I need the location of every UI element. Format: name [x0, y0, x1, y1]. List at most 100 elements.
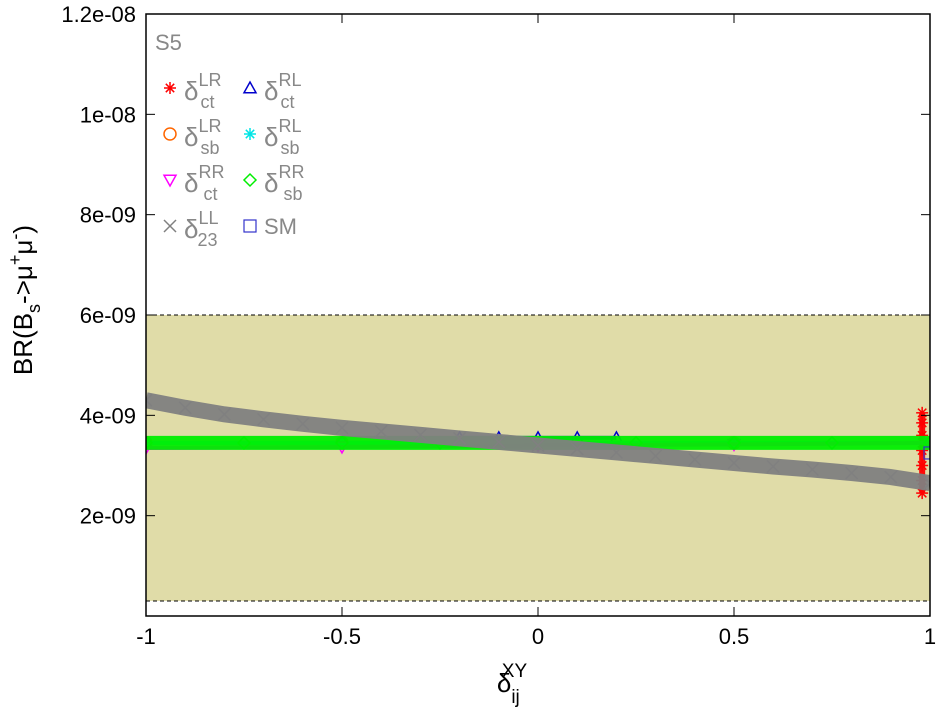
- legend-label-sub: sb: [283, 184, 302, 204]
- y-tick-label: 6e-09: [80, 303, 136, 328]
- data-point-23-ll: [257, 412, 271, 426]
- panel-label: S5: [155, 30, 182, 55]
- data-point-23-ll: [688, 452, 702, 467]
- y-axis-title-suffix: ): [8, 225, 38, 234]
- data-point-sm: [923, 446, 930, 460]
- legend-marker-sb-rl: [244, 128, 256, 140]
- y-axis-title-sup1: +: [5, 255, 25, 266]
- data-point-23-ll: [845, 466, 859, 480]
- data-point-ct-lr: [916, 459, 929, 472]
- x-axis-title-sup: XY: [502, 661, 528, 682]
- data-point-sb-rr: [922, 435, 930, 450]
- data-point-23-ll: [884, 470, 898, 484]
- x-axis-title-sub: ij: [511, 687, 519, 708]
- legend-label-base: δ: [184, 168, 198, 198]
- y-tick-label: 2e-09: [80, 504, 136, 529]
- legend-marker-sb-lr: [163, 127, 177, 141]
- data-point-23-ll: [374, 424, 388, 438]
- legend-marker-sb-rr: [242, 172, 258, 188]
- y-axis-title-prefix: BR(B: [8, 313, 38, 375]
- data-point-23-ll: [296, 417, 310, 431]
- data-point-23-ll: [727, 456, 741, 470]
- legend-marker-ct-lr: [164, 82, 176, 94]
- data-point-ct-lr: [916, 416, 929, 429]
- legend-item-sm: SM: [243, 214, 297, 239]
- y-axis-title-sup2: -: [5, 234, 25, 240]
- legend-label-sub: sb: [201, 138, 220, 158]
- data-point-23-ll: [531, 438, 545, 452]
- y-tick-label: 1.2e-08: [61, 2, 136, 27]
- y-axis-title-mid2: μ: [8, 240, 38, 255]
- legend-label-base: δ: [264, 122, 278, 152]
- data-point-23-ll: [413, 428, 427, 442]
- data-point-23-ll: [492, 435, 506, 449]
- data-point-23-ll: [178, 401, 192, 415]
- series-ct-lr: [916, 406, 929, 500]
- y-tick-label: 8e-09: [80, 203, 136, 228]
- x-axis-title: δij XY: [497, 661, 528, 708]
- legend-label-base: δ: [264, 168, 278, 198]
- y-axis-title: BR(Bs->μ+μ-): [5, 225, 44, 375]
- legend-label-base: δ: [184, 214, 198, 244]
- data-point-sb-rr: [334, 435, 350, 450]
- x-axis-title-base: δ: [497, 668, 511, 698]
- legend-label-sub: ct: [201, 92, 215, 112]
- legend-label-sup: LR: [198, 116, 221, 136]
- data-point-23-ll: [923, 476, 930, 490]
- legend-label-sub: 23: [198, 230, 218, 250]
- data-point-23-ll: [570, 442, 584, 456]
- y-tick-label: 4e-09: [80, 403, 136, 428]
- legend-marker-23-ll: [163, 219, 177, 233]
- data-point-sb-rr: [146, 435, 154, 450]
- x-tick-label: -1: [136, 624, 156, 649]
- x-tick-label: -0.5: [323, 624, 361, 649]
- data-point-sb-rr: [824, 435, 840, 450]
- series-23-ll: [146, 392, 930, 491]
- legend-label-sup: LL: [198, 208, 218, 228]
- legend-label-sub: ct: [203, 184, 217, 204]
- x-tick-label: 0.5: [719, 624, 750, 649]
- data-point-23-ll: [805, 462, 819, 477]
- data-point-sb-rr: [726, 435, 742, 450]
- legend-label-sup: RR: [198, 162, 224, 182]
- legend-label-sup: RL: [278, 116, 301, 136]
- legend-label-sup: RR: [278, 162, 304, 182]
- legend-label-base: δ: [184, 122, 198, 152]
- data-point-23-ll: [649, 449, 663, 463]
- legend-marker-sm: [243, 219, 257, 233]
- legend-label-base: δ: [184, 76, 198, 106]
- legend-marker-ct-rl: [242, 80, 258, 94]
- data-point-23-ll: [453, 431, 467, 445]
- x-tick-label: 0: [532, 624, 544, 649]
- y-axis-title-sub: s: [24, 304, 44, 313]
- y-tick-label: 1e-08: [80, 102, 136, 127]
- data-point-23-ll: [217, 407, 231, 421]
- allowed-band: [146, 315, 930, 601]
- data-point-23-ll: [609, 445, 623, 459]
- y-axis-title-mid: ->μ: [8, 265, 38, 304]
- x-tick-label: 1: [924, 624, 936, 649]
- data-point-sb-rr: [236, 435, 252, 450]
- series-sm: [923, 446, 930, 460]
- data-point-23-ll: [146, 393, 153, 407]
- legend-label-sup: RL: [278, 70, 301, 90]
- data-point-23-ll: [766, 459, 780, 474]
- data-point-23-ll: [335, 421, 349, 435]
- legend-label-sub: sb: [281, 138, 300, 158]
- legend-label-base: δ: [264, 76, 278, 106]
